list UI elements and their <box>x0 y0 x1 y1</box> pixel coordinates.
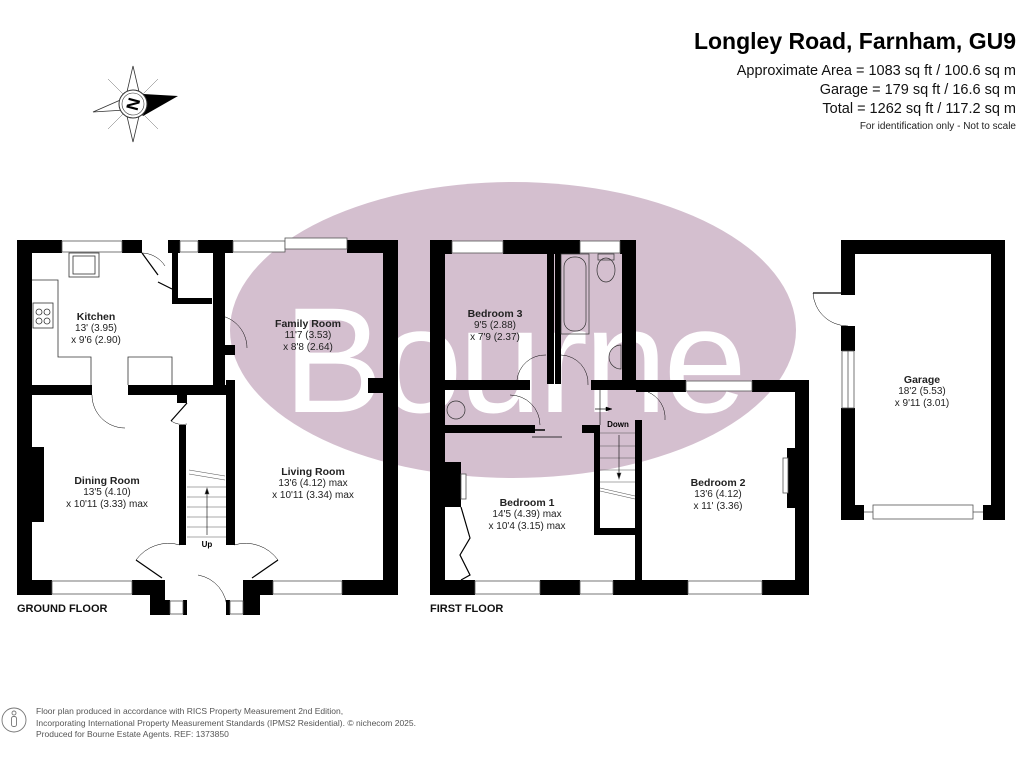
ground-floor-windows <box>51 237 348 615</box>
ground-floor-label: GROUND FLOOR <box>17 603 108 615</box>
stairs-down-label: Down <box>607 420 629 429</box>
bathroom-fittings <box>446 253 622 420</box>
kitchen-units <box>32 252 173 385</box>
ground-floor-plan <box>17 240 398 615</box>
bourne-watermark: Bourne <box>230 182 796 478</box>
approximate-area: Approximate Area = 1083 sq ft / 100.6 sq… <box>736 63 1016 79</box>
footer-credits: Floor plan produced in accordance with R… <box>36 706 416 739</box>
room-dining-room: Dining Room 13'5 (4.10) x 10'11 (3.33) m… <box>66 475 148 510</box>
room-kitchen: Kitchen 13' (3.95) x 9'6 (2.90) <box>71 311 121 346</box>
svg-text:Bourne: Bourne <box>283 276 743 444</box>
svg-text:N: N <box>123 96 145 113</box>
room-living-room: Living Room 13'6 (4.12) max x 10'11 (3.3… <box>272 466 354 501</box>
room-bedroom-2: Bedroom 2 13'6 (4.12) x 11' (3.36) <box>690 477 746 512</box>
room-garage: Garage 18'2 (5.53) x 9'11 (3.01) <box>894 374 950 409</box>
first-floor-plan <box>430 240 809 595</box>
room-bedroom-1: Bedroom 1 14'5 (4.39) max x 10'4 (3.15) … <box>488 497 566 532</box>
garage-side-door <box>812 292 849 327</box>
garage-plan <box>841 240 1005 520</box>
total-area: Total = 1262 sq ft / 117.2 sq m <box>822 101 1016 117</box>
disclaimer-note: For identification only - Not to scale <box>859 121 1016 132</box>
first-floor-stairs <box>599 432 636 500</box>
first-floor-label: FIRST FLOOR <box>430 603 504 615</box>
person-info-icon <box>1 707 27 733</box>
first-floor-windows <box>451 240 789 595</box>
room-bedroom-3: Bedroom 3 9'5 (2.88) x 7'9 (2.37) <box>467 308 523 343</box>
compass-north-icon: N <box>92 65 178 143</box>
garage-area: Garage = 179 sq ft / 16.6 sq m <box>819 82 1016 98</box>
garage-windows <box>841 350 983 520</box>
stairs-up-label: Up <box>202 540 213 549</box>
ground-stairs <box>187 469 226 538</box>
first-floor-doors <box>459 354 666 581</box>
ground-floor-doors <box>91 252 279 611</box>
property-title: Longley Road, Farnham, GU9 <box>693 28 1016 54</box>
room-family-room: Family Room 11'7 (3.53) x 8'8 (2.64) <box>275 318 341 353</box>
